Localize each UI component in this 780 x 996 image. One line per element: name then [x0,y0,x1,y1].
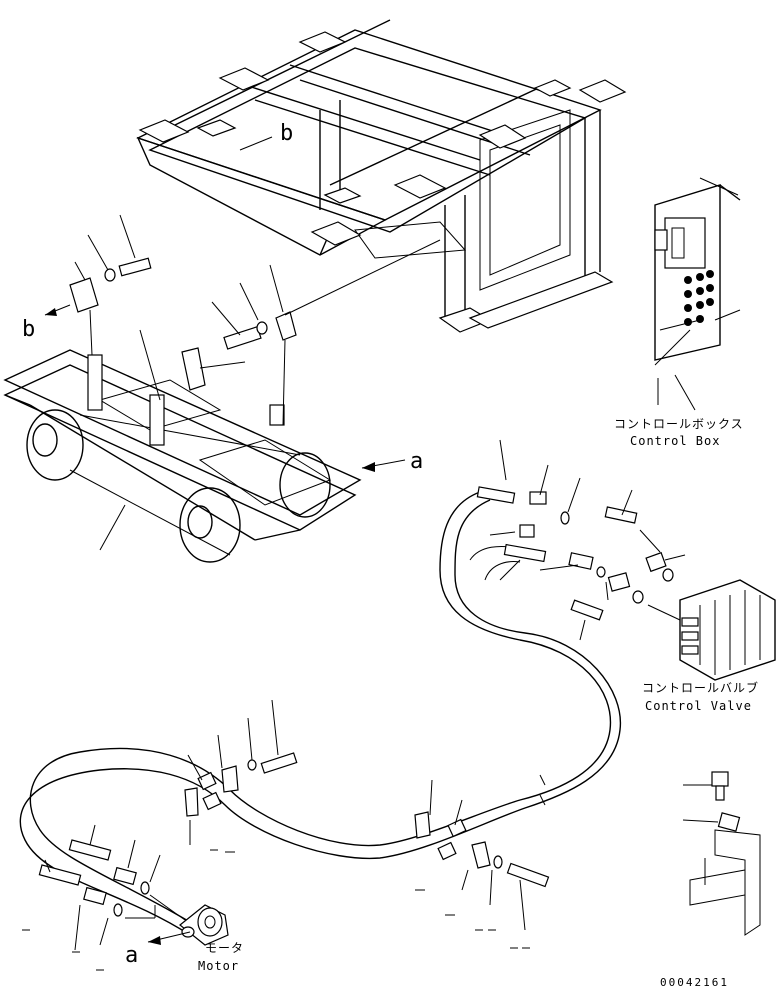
mount-bracket [69,214,152,356]
hose-clamps [184,699,550,931]
side-bracket [682,771,761,936]
ref-a-conveyor: a [410,449,423,474]
control-box-label-jp: コントロールボックス [614,417,744,431]
motor-label-en: Motor [198,959,239,973]
valve-fittings [476,439,686,641]
motor-fittings [38,824,186,951]
control-valve-label-en: Control Valve [645,699,752,713]
ref-b-bracket: b [22,317,35,342]
motor-label-jp: モータ [205,941,244,955]
control-box-label-en: Control Box [630,434,720,448]
clamp-bolt [199,239,441,426]
control-valve-label-jp: コントロールバルブ [642,680,759,695]
control-box [654,177,741,411]
ref-a-motor: a [125,943,138,968]
ref-b-frame: b [280,121,293,146]
conveyor-assembly [3,347,362,563]
motor [179,904,229,946]
main-frame [136,19,627,333]
callout-dashes [22,774,546,971]
control-valve [679,579,776,681]
part-number: 00042161 [660,976,729,989]
